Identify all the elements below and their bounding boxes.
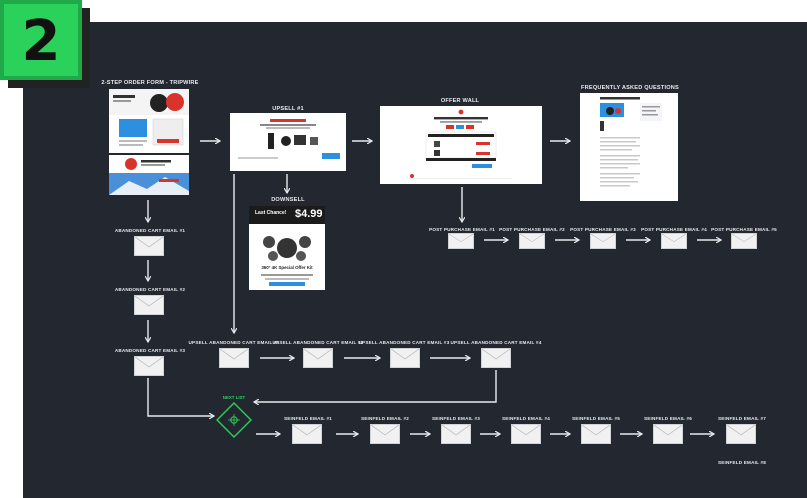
envelope-upsell-abandoned-2[interactable] [303,348,333,368]
label-seinfeld-5: SEINFELD EMAIL #5 [572,416,620,421]
envelope-abandoned-cart-2[interactable] [134,295,164,315]
downsell-price: $4.99 [295,208,323,220]
label-seinfeld-4: SEINFELD EMAIL #4 [502,416,550,421]
envelope-icon [654,425,682,436]
label-post-purchase-1: POST PURCHASE EMAIL #1 [429,227,495,232]
faq-page-art [600,97,662,187]
offer-wall-art [410,109,512,179]
envelope-seinfeld-7[interactable] [726,424,756,444]
envelope-icon [135,237,163,248]
label-abandoned-cart-1: ABANDONED CART EMAIL #1 [114,228,186,233]
envelope-seinfeld-1[interactable] [292,424,322,444]
envelope-icon [732,234,756,243]
envelope-post-purchase-2[interactable] [519,233,545,249]
envelope-post-purchase-1[interactable] [448,233,474,249]
envelope-seinfeld-3[interactable] [441,424,471,444]
tripwire-landing-art [109,155,189,195]
upsell-page-thumbnail[interactable] [230,113,346,171]
envelope-icon [582,425,610,436]
envelope-icon [727,425,755,436]
envelope-icon [293,425,321,436]
envelope-icon [220,349,248,360]
envelope-abandoned-cart-1[interactable] [134,236,164,256]
envelope-icon [135,296,163,307]
label-post-purchase-5: POST PURCHASE EMAIL #5 [711,227,777,232]
step-badge-face [0,0,82,80]
label-faq: FREQUENTLY ASKED QUESTIONS [581,85,679,91]
envelope-post-purchase-4[interactable] [661,233,687,249]
label-post-purchase-2: POST PURCHASE EMAIL #2 [499,227,565,232]
envelope-icon [482,349,510,360]
envelope-icon [591,234,615,243]
envelope-icon [391,349,419,360]
tripwire-landing-thumbnail[interactable] [109,155,189,195]
envelope-seinfeld-6[interactable] [653,424,683,444]
label-upsell: UPSELL #1 [272,106,304,112]
envelope-icon [304,349,332,360]
upsell-page-art [238,119,340,159]
label-abandoned-cart-2: ABANDONED CART EMAIL #2 [114,287,186,292]
label-next-list: NEXT LIST [222,395,246,400]
envelope-seinfeld-4[interactable] [511,424,541,444]
envelope-upsell-abandoned-3[interactable] [390,348,420,368]
label-upsell-abandoned-3: UPSELL ABANDONED CART EMAIL #3 [358,340,450,345]
label-tripwire: 2-STEP ORDER FORM - TRIPWIRE [101,80,199,86]
label-abandoned-cart-3: ABANDONED CART EMAIL #3 [114,348,186,353]
label-upsell-abandoned-1: UPSELL ABANDONED CART EMAIL #1 [188,340,280,345]
label-seinfeld-2: SEINFELD EMAIL #2 [361,416,409,421]
envelope-post-purchase-3[interactable] [590,233,616,249]
envelope-icon [512,425,540,436]
faq-page-thumbnail[interactable] [580,93,678,201]
step-number: 2 [21,9,61,74]
tripwire-page-art [109,89,189,153]
label-seinfeld-7: SEINFELD EMAIL #7 [718,416,766,421]
label-seinfeld-1: SEINFELD EMAIL #1 [284,416,332,421]
label-downsell: DOWNSELL [271,197,305,203]
envelope-abandoned-cart-3[interactable] [134,356,164,376]
envelope-icon [442,425,470,436]
label-upsell-abandoned-2: UPSELL ABANDONED CART EMAIL #2 [272,340,364,345]
downsell-page-thumbnail[interactable]: Last Chance! $4.99 360° 4K Special Offer… [249,206,325,290]
envelope-seinfeld-2[interactable] [370,424,400,444]
envelope-icon [135,357,163,368]
downsell-page-art [249,206,325,286]
label-offer-wall: OFFER WALL [440,98,480,104]
tripwire-page-thumbnail[interactable] [109,89,189,153]
envelope-upsell-abandoned-4[interactable] [481,348,511,368]
step-badge: 2 [0,0,90,88]
envelope-icon [520,234,544,243]
label-post-purchase-4: POST PURCHASE EMAIL #4 [641,227,707,232]
downsell-banner: Last Chance! [255,210,287,216]
label-seinfeld-6: SEINFELD EMAIL #6 [644,416,692,421]
envelope-icon [662,234,686,243]
label-seinfeld-8: SEINFELD EMAIL #8 [718,460,766,465]
downsell-headline: 360° 4K Special Offer Kit [261,265,313,270]
envelope-seinfeld-5[interactable] [581,424,611,444]
label-post-purchase-3: POST PURCHASE EMAIL #3 [570,227,636,232]
envelope-icon [449,234,473,243]
label-upsell-abandoned-4: UPSELL ABANDONED CART EMAIL #4 [450,340,542,345]
envelope-upsell-abandoned-1[interactable] [219,348,249,368]
label-seinfeld-3: SEINFELD EMAIL #3 [432,416,480,421]
offer-wall-thumbnail[interactable] [380,106,542,184]
envelope-post-purchase-5[interactable] [731,233,757,249]
envelope-icon [371,425,399,436]
